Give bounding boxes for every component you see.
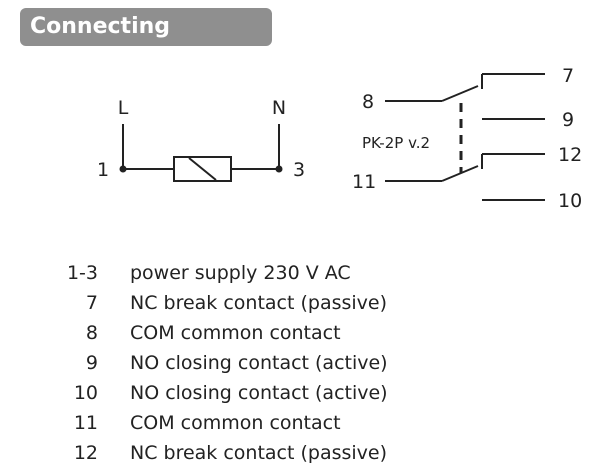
legend-row: 12 NC break contact (passive) xyxy=(0,438,600,468)
legend-row: 10 NO closing contact (active) xyxy=(0,378,600,408)
legend-number: 1-3 xyxy=(66,262,98,284)
label-terminal-10: 10 xyxy=(558,190,582,212)
coil-circuit xyxy=(122,124,280,182)
label-terminal-1: 1 xyxy=(97,159,109,181)
legend-number: 10 xyxy=(73,382,98,404)
relay-model-label: PK-2P v.2 xyxy=(362,134,430,152)
legend-row: 1-3 power supply 230 V AC xyxy=(0,258,600,288)
legend-row: 9 NO closing contact (active) xyxy=(0,348,600,378)
legend-description: NC break contact (passive) xyxy=(130,292,388,314)
legend-row: 7 NC break contact (passive) xyxy=(0,288,600,318)
legend-number: 8 xyxy=(85,322,98,344)
legend-row: 8 COM common contact xyxy=(0,318,600,348)
switch-arm-upper xyxy=(441,85,479,102)
legend-description: NO closing contact (active) xyxy=(130,382,388,404)
relay-contacts xyxy=(385,73,545,201)
legend-number: 12 xyxy=(73,442,98,464)
label-L: L xyxy=(118,97,129,119)
legend-description: NC break contact (passive) xyxy=(130,442,388,464)
legend-description: COM common contact xyxy=(130,322,341,344)
coil-diagonal xyxy=(188,157,217,181)
label-terminal-3: 3 xyxy=(293,159,305,181)
legend-description: COM common contact xyxy=(130,412,341,434)
legend-row: 11 COM common contact xyxy=(0,408,600,438)
label-terminal-8: 8 xyxy=(362,91,374,113)
label-N: N xyxy=(272,97,286,119)
switch-arm-lower xyxy=(441,165,479,182)
page-title: Connecting diagram xyxy=(20,8,272,77)
label-terminal-9: 9 xyxy=(562,109,574,131)
terminal-legend: 1-3 power supply 230 V AC 7 NC break con… xyxy=(0,258,600,468)
legend-description: NO closing contact (active) xyxy=(130,352,388,374)
legend-number: 9 xyxy=(85,352,98,374)
label-terminal-11: 11 xyxy=(352,171,376,193)
label-terminal-12: 12 xyxy=(558,144,582,166)
coil-symbol xyxy=(173,156,232,182)
wiring-diagram: L N 1 3 8 7 9 11 12 10 PK-2P v.2 xyxy=(97,65,582,212)
terminal-dot-3 xyxy=(275,165,283,173)
legend-description: power supply 230 V AC xyxy=(130,262,351,284)
label-terminal-7: 7 xyxy=(562,65,574,87)
legend-number: 11 xyxy=(73,412,98,434)
terminal-dot-1 xyxy=(119,165,127,173)
legend-number: 7 xyxy=(85,292,98,314)
